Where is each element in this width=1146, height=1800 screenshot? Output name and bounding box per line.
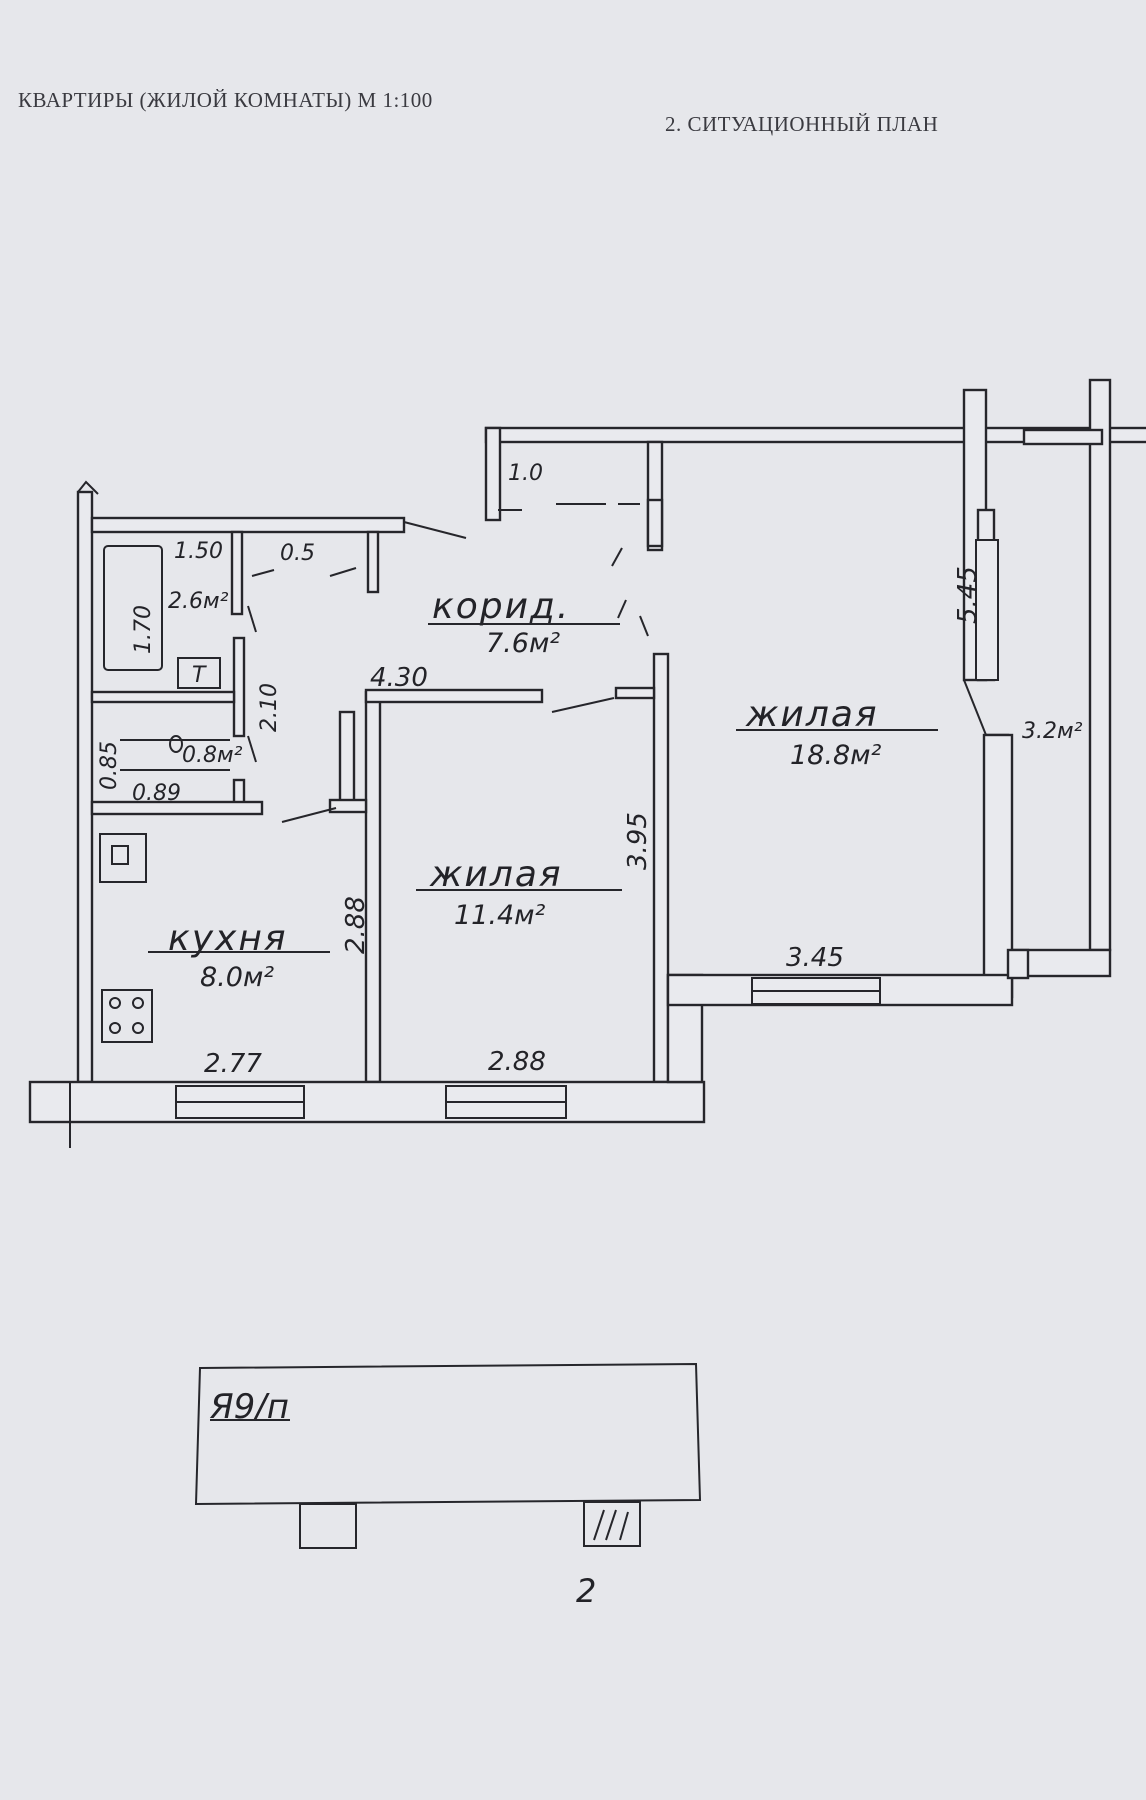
site-entrance-1 (299, 1503, 357, 1549)
kitchen-entry-sill (328, 798, 368, 814)
bottom-corner (1006, 948, 1030, 980)
left-exterior-wall (76, 490, 94, 1084)
bathroom-area: 2.6м² (168, 589, 229, 614)
bath-height-dim: 2.10 (257, 683, 282, 732)
wall-corner-marks (69, 480, 99, 1148)
entrance-hatch-icon (593, 1509, 629, 1541)
site-entrance-number: 2 (576, 1572, 596, 1610)
toilet-area: 0.8м² (182, 743, 243, 768)
small-room-label: жилая (429, 854, 563, 895)
toilet-bowl-icon (169, 735, 183, 753)
closet-width-dim: 0.5 (280, 541, 315, 566)
kitchen-area: 8.0м² (200, 962, 274, 993)
small-room-door-jamb (614, 686, 656, 700)
bath-toilet-horizontal (90, 690, 236, 704)
toilet-outline-icon (120, 739, 230, 771)
bath-length-dim: 1.70 (131, 605, 156, 654)
small-room-area: 11.4м² (454, 900, 545, 931)
apartment-plan-title: КВАРТИРЫ (ЖИЛОЙ КОМНАТЫ) М 1:100 (18, 88, 433, 112)
balcony-door-window (975, 539, 999, 681)
toilet-width-dim: 0.85 (97, 741, 122, 790)
bottom-exterior-wall (28, 1080, 706, 1124)
bathtub-icon (103, 545, 163, 671)
site-entrance-2 (583, 1501, 641, 1547)
site-building-outline (194, 1362, 702, 1506)
balcony-area: 3.2м² (1022, 719, 1083, 744)
doors (247, 503, 987, 823)
toilet-symbol: Т (192, 663, 207, 688)
bath-width-dim: 1.50 (174, 539, 223, 564)
toilet-kitchen-wall (90, 800, 264, 816)
corridor-length-dim: 4.30 (370, 663, 428, 693)
storage-width-dim: 1.0 (508, 461, 543, 486)
kitchen-width-dim: 2.77 (204, 1049, 262, 1079)
bath-closet-partition (230, 530, 244, 616)
balcony-outer-wall (1088, 378, 1112, 952)
small-room-width-dim: 2.88 (488, 1047, 546, 1077)
top-wall-bath-block (90, 516, 406, 534)
small-large-room-wall (652, 652, 670, 1084)
large-room-depth-dim: 5.45 (953, 566, 983, 624)
large-room-area: 18.8м² (790, 740, 881, 771)
corridor-area: 7.6м² (486, 628, 560, 659)
kitchen-entry-jamb (338, 710, 356, 806)
stove-icon (101, 989, 153, 1043)
small-room-top-wall (364, 688, 544, 704)
small-room-depth-dim: 3.95 (623, 812, 653, 870)
large-room-label: жилая (745, 694, 879, 735)
corridor-label: корид. (432, 586, 570, 627)
corridor-right-stub (646, 498, 664, 548)
kitchen-room-wall (364, 690, 382, 1084)
corridor-upper-wall (484, 426, 502, 522)
balcony-top-wall (1022, 428, 1104, 446)
large-room-width-dim: 3.45 (786, 943, 844, 973)
sink-icon (99, 833, 147, 883)
site-plan-title: 2. СИТУАЦИОННЫЙ ПЛАН (665, 112, 939, 136)
kitchen-depth-dim: 2.88 (341, 896, 371, 954)
toilet-box-icon (177, 657, 221, 689)
closet-right-partition (366, 530, 380, 594)
toilet-length-dim: 0.89 (132, 781, 181, 806)
bath-toilet-vertical (232, 636, 246, 738)
